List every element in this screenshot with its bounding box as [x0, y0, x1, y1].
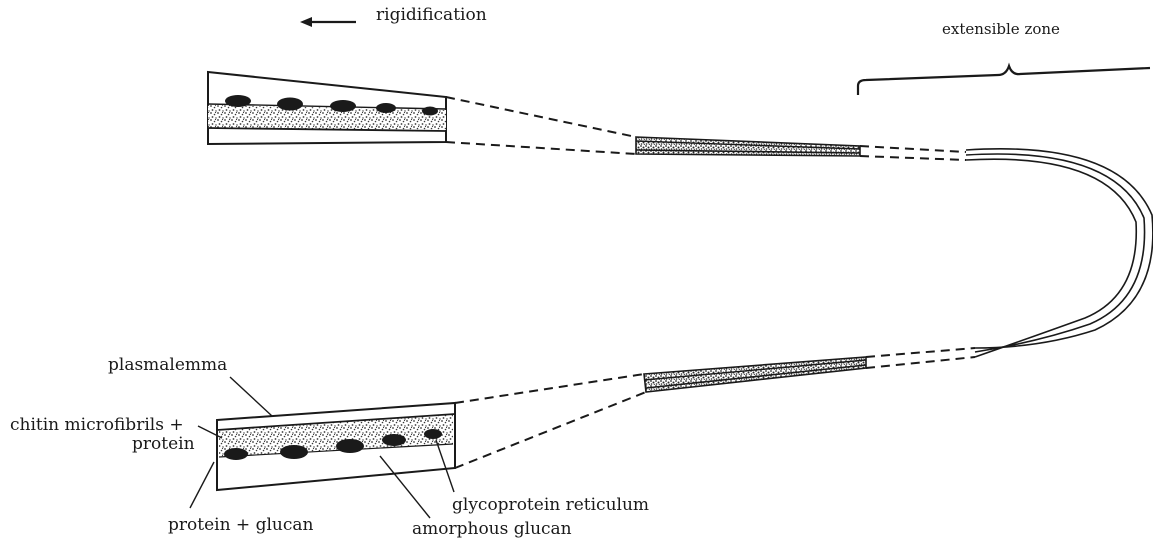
chitin-microfibrils-label: chitin microfibrils + [10, 415, 184, 435]
plasmalemma-label: plasmalemma [108, 355, 227, 375]
extensible-zone-brace [858, 66, 1150, 95]
hypha-tip [966, 149, 1153, 357]
upper-wall-segment [636, 137, 860, 156]
glycoprotein-reticulum-label: glycoprotein reticulum [452, 495, 649, 515]
chitin-protein-label: protein [132, 434, 195, 454]
upper-inset [208, 72, 446, 144]
rigidification-label: rigidification [376, 5, 487, 25]
lower-inset [217, 403, 455, 490]
extensible-zone-label: extensible zone [942, 20, 1060, 38]
rigidification-arrow [300, 17, 356, 27]
amorphous-glucan-label: amorphous glucan [412, 519, 572, 539]
protein-glucan-label: protein + glucan [168, 515, 313, 535]
lower-wall-segment [644, 357, 866, 392]
